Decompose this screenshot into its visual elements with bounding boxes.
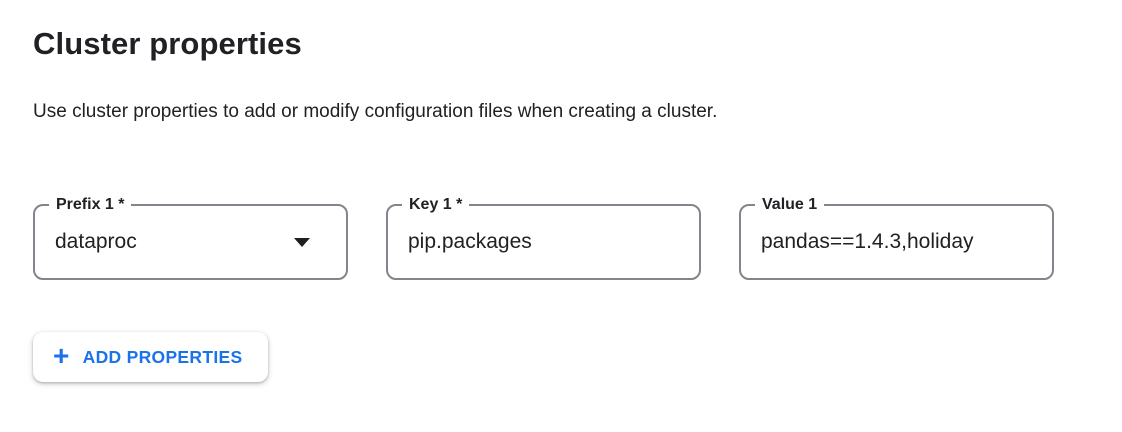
property-row-1: Prefix 1 * dataproc Key 1 * Value 1 — [33, 195, 1122, 280]
prefix-label: Prefix 1 * — [49, 195, 132, 215]
value-label: Value 1 — [755, 195, 825, 215]
add-properties-label: ADD PROPERTIES — [82, 346, 243, 367]
prefix-selected-value: dataproc — [55, 230, 137, 253]
value-input[interactable] — [741, 206, 1052, 278]
value-field: Value 1 — [739, 195, 1054, 280]
section-description: Use cluster properties to add or modify … — [33, 101, 718, 122]
section-title: Cluster properties — [33, 26, 302, 61]
key-input[interactable] — [388, 206, 699, 278]
dropdown-arrow-icon — [294, 238, 310, 247]
prefix-select-field[interactable]: Prefix 1 * dataproc — [33, 195, 348, 280]
key-label: Key 1 * — [402, 195, 470, 215]
key-field: Key 1 * — [386, 195, 701, 280]
add-icon: + — [53, 340, 70, 371]
add-properties-button[interactable]: + ADD PROPERTIES — [33, 332, 269, 382]
